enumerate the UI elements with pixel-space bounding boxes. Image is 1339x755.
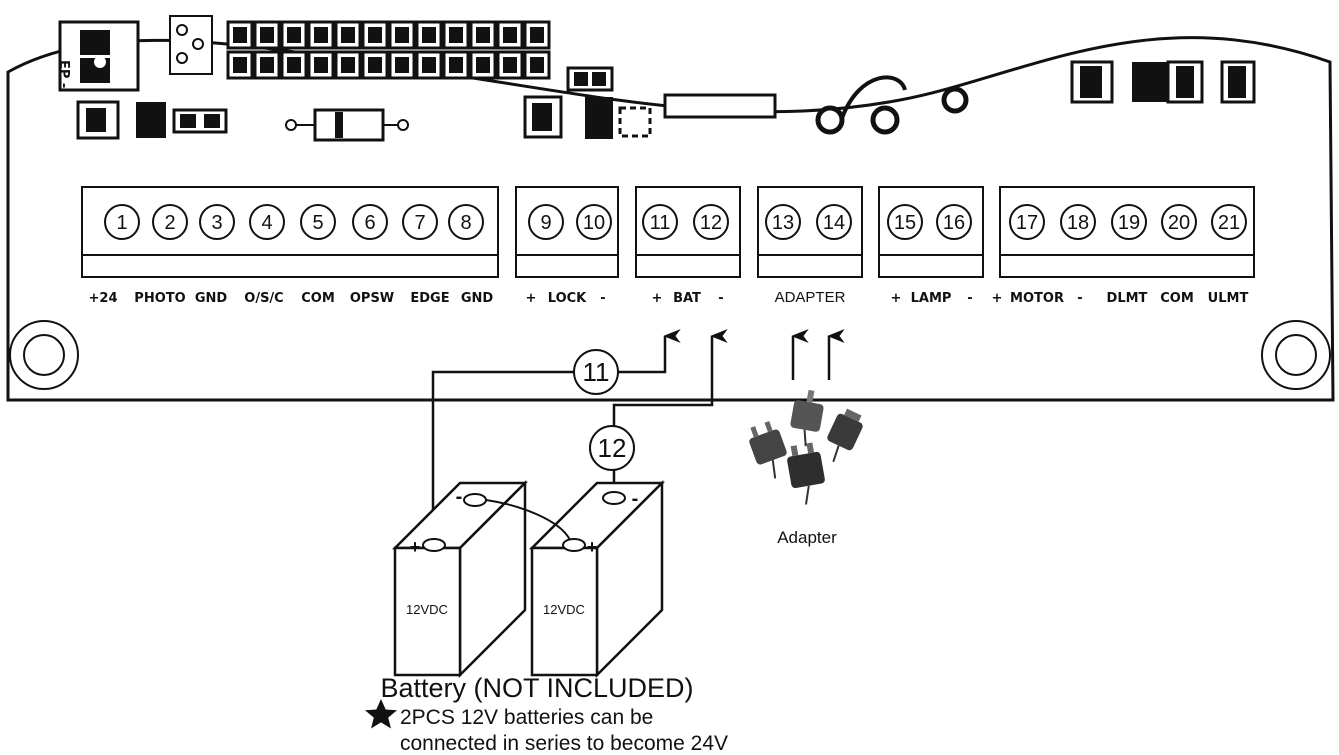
terminal-20: 20	[1161, 204, 1197, 240]
terminal-label-20: COM	[1160, 291, 1194, 306]
terminal-label-5: COM	[301, 291, 335, 306]
terminal-10: 10	[576, 204, 612, 240]
motor-label: MOTOR	[1010, 291, 1064, 306]
board-components: EP -	[56, 15, 1256, 142]
terminal-12: 12	[693, 204, 729, 240]
terminal-8: 8	[448, 204, 484, 240]
terminal-number: 6	[364, 212, 375, 234]
terminal-number: 19	[1118, 212, 1140, 234]
bat-minus-label: -	[718, 291, 723, 306]
note-line-1: 2PCS 12V batteries can be	[400, 706, 653, 729]
terminal-9: 9	[528, 204, 564, 240]
terminal-number: 4	[261, 212, 272, 234]
terminal-2: 2	[152, 204, 188, 240]
terminal-11: 11	[642, 204, 678, 240]
terminal-number: 5	[312, 212, 323, 234]
terminal-number: 12	[700, 212, 722, 234]
lock-minus-label: -	[600, 291, 605, 306]
terminal-number: 11	[650, 212, 671, 234]
lamp-minus-label: -	[967, 291, 972, 306]
adapter-label: ADAPTER	[775, 289, 846, 306]
adapter-caption: Adapter	[777, 528, 837, 547]
battery-caption: Battery (NOT INCLUDED)	[380, 673, 693, 703]
battery-left-plus: +	[410, 537, 421, 557]
terminal-19: 19	[1111, 204, 1147, 240]
terminal-number: 15	[894, 212, 916, 234]
terminal-number: 9	[540, 212, 551, 234]
terminal-6: 6	[352, 204, 388, 240]
motor-minus-label: -	[1077, 291, 1082, 306]
terminal-number: 21	[1218, 212, 1240, 234]
adapter-arrows	[791, 329, 845, 380]
terminal-number: 18	[1067, 212, 1089, 234]
terminal-number: 14	[823, 212, 845, 234]
terminal-number: 3	[211, 212, 222, 234]
terminal-number: 17	[1016, 212, 1038, 234]
terminal-13: 13	[765, 204, 801, 240]
battery-left: + - 12VDC	[391, 479, 529, 679]
note-line-2: connected in series to become 24V	[400, 732, 728, 755]
terminal-number: 13	[772, 212, 794, 234]
terminal-17: 17	[1009, 204, 1045, 240]
star-icon	[365, 699, 397, 729]
terminal-label-3: GND	[195, 291, 228, 306]
terminal-labels: +24 PHOTO GND O/S/C COM OPSW EDGE GND + …	[89, 289, 1249, 306]
lock-label: LOCK	[548, 291, 587, 306]
terminal-16: 16	[936, 204, 972, 240]
terminal-4: 4	[249, 204, 285, 240]
terminal-label-8: GND	[461, 291, 494, 306]
terminal-label-19: DLMT	[1107, 291, 1148, 306]
wire-callout-11: 11	[573, 349, 619, 395]
series-jumper-wire	[485, 499, 571, 541]
terminal-label-21: ULMT	[1208, 291, 1249, 306]
lock-plus-label: +	[526, 291, 537, 306]
svg-text:11: 11	[583, 357, 610, 387]
terminal-number: 2	[164, 212, 175, 234]
terminal-number: 8	[460, 212, 471, 234]
lamp-label: LAMP	[911, 291, 952, 306]
lamp-plus-label: +	[891, 291, 902, 306]
mounting-hole-right	[1261, 320, 1331, 390]
motor-plus-label: +	[992, 291, 1003, 306]
wire-callout-12: 12	[589, 425, 635, 471]
mounting-hole-left	[9, 320, 79, 390]
terminal-3: 3	[199, 204, 235, 240]
terminal-label-2: PHOTO	[134, 291, 185, 306]
battery-left-minus: -	[456, 486, 463, 508]
terminal-label-1: +24	[89, 291, 118, 306]
terminal-label-4: O/S/C	[244, 291, 283, 306]
terminal-7: 7	[402, 204, 438, 240]
terminal-1: 1	[104, 204, 140, 240]
terminal-label-7: EDGE	[410, 291, 449, 306]
svg-text:12: 12	[598, 433, 627, 463]
battery-right-minus: -	[632, 488, 639, 510]
terminal-number: 20	[1168, 212, 1190, 234]
battery-right-plus: +	[587, 537, 598, 557]
bat-label: BAT	[673, 291, 701, 306]
battery-right-label: 12VDC	[543, 602, 585, 617]
terminal-number: 7	[414, 212, 425, 234]
bat-plus-label: +	[652, 291, 663, 306]
adapter-image	[749, 389, 863, 505]
terminal-15: 15	[887, 204, 923, 240]
terminal-number: 1	[116, 212, 127, 234]
terminal-label-6: OPSW	[350, 291, 394, 306]
terminal-21: 21	[1211, 204, 1247, 240]
terminal-number: 10	[583, 212, 605, 234]
battery-right: + - 12VDC	[528, 479, 666, 679]
battery-wiring: 11 12	[431, 329, 728, 538]
terminal-5: 5	[300, 204, 336, 240]
battery-left-label: 12VDC	[406, 602, 448, 617]
terminal-number: 16	[943, 212, 965, 234]
terminal-18: 18	[1060, 204, 1096, 240]
terminal-14: 14	[816, 204, 852, 240]
board-partial-label: EP -	[56, 60, 71, 88]
terminal-block	[81, 186, 499, 278]
